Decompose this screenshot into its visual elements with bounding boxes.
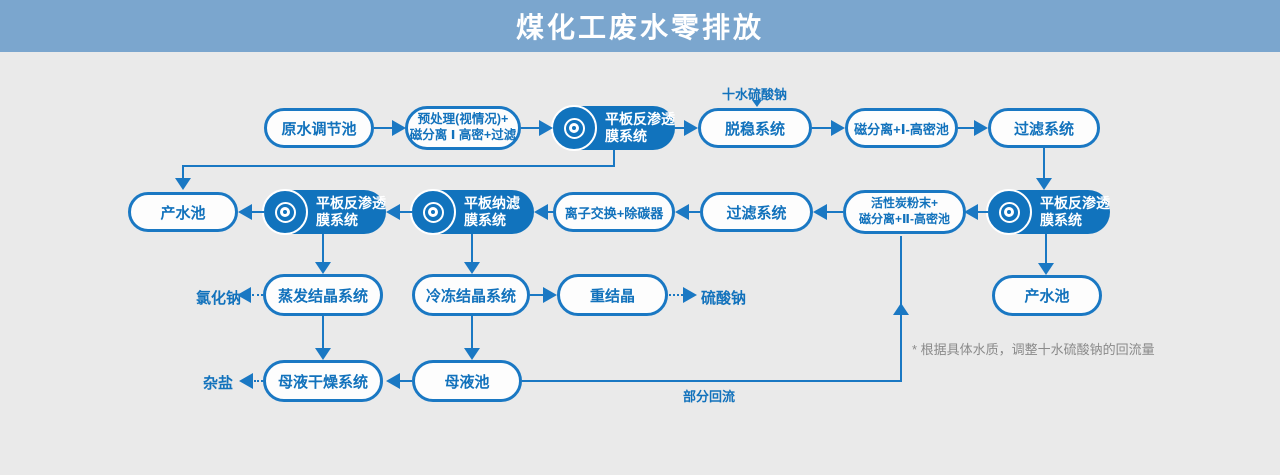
flow-line [613,150,615,166]
flow-arrowhead [175,178,191,190]
flow-arrowhead [893,303,909,315]
label-sodium-sulfate: 硫酸钠 [701,290,747,307]
flow-line [688,211,700,213]
node-flat-nf-membrane: 平板纳滤 膜系统 [410,189,534,235]
flow-line [322,316,324,348]
flow-line [471,316,473,348]
flow-line [399,380,412,382]
flow-line [530,294,544,296]
node-destabilization: 脱稳系统 [698,108,812,148]
node-activated-carbon-magsep-2: 活性炭粉末+ 磁分离+Ⅱ-高密池 [843,190,966,234]
header-bar: 煤化工废水零排放 [0,0,1280,52]
flow-line [675,127,686,129]
page-title: 煤化工废水零排放 [515,12,764,43]
flow-line-dotted [254,380,263,382]
flow-line [522,380,902,382]
label-partial-reflux: 部分回流 [683,389,736,404]
node-recrystallization: 重结晶 [557,274,668,316]
flow-line [812,127,833,129]
flow-line [547,211,555,213]
node-filter-1: 过滤系统 [988,108,1100,148]
flow-line [182,166,184,180]
flow-line [521,127,541,129]
flow-arrowhead [974,120,988,136]
node-flat-ro-membrane-1: 平板反渗透 膜系统 [551,105,675,151]
flow-line [1045,234,1047,264]
node-product-pool-2: 产水池 [992,275,1102,316]
flow-arrowhead [543,287,557,303]
flow-line [182,165,615,167]
node-flat-ro-membrane-2: 平板反渗透 膜系统 [262,189,386,235]
flow-arrowhead [238,204,252,220]
flow-arrowhead [237,287,251,303]
flow-arrowhead [831,120,845,136]
label-mixed-salt: 杂盐 [203,375,234,392]
node-mother-liquor-pool: 母液池 [412,360,522,402]
flow-arrowhead [464,348,480,360]
flow-arrowhead [464,262,480,274]
flow-arrowhead [539,120,553,136]
node-flat-ro-membrane-3: 平板反渗透 膜系统 [986,189,1110,235]
flow-arrowhead [534,204,548,220]
flow-line-dotted [669,294,683,296]
node-raw-water-pool: 原水调节池 [264,108,374,148]
flow-arrowhead [964,204,978,220]
flow-arrowhead [315,348,331,360]
flow-arrowhead [386,204,400,220]
node-filter-2: 过滤系统 [700,192,813,232]
label-sodium-chloride: 氯化钠 [196,290,242,307]
flow-arrowhead [386,373,400,389]
membrane-disc-icon [410,189,456,235]
flow-arrowhead [392,120,406,136]
membrane-disc-icon [986,189,1032,235]
node-magsep-1-highdensity: 磁分离+Ⅰ-高密池 [845,108,958,148]
flow-line [399,211,412,213]
flow-line [471,234,473,262]
flow-line-dotted [252,294,263,296]
flow-arrowhead [683,287,697,303]
flow-arrowhead [752,100,762,107]
node-evaporation-crystallization: 蒸发结晶系统 [263,274,383,316]
flow-arrowhead [239,373,253,389]
flow-arrowhead [675,204,689,220]
flow-line [977,211,988,213]
node-pretreatment: 预处理(视情况)+ 磁分离 Ⅰ 高密+过滤 [405,106,521,150]
flow-arrowhead [813,204,827,220]
diagram-note: * 根据具体水质，调整十水硫酸钠的回流量 [912,342,1155,357]
node-freezing-crystallization: 冷冻结晶系统 [412,274,530,316]
flow-line [958,127,976,129]
flow-line [251,211,264,213]
flow-line [374,127,394,129]
flow-line [322,234,324,262]
flow-arrowhead [684,120,698,136]
node-ion-exchange-decarbonizer: 离子交换+除碳器 [553,192,675,232]
flow-arrowhead [1036,178,1052,190]
membrane-disc-icon [551,105,597,151]
flow-line [1043,148,1045,180]
node-product-pool-1: 产水池 [128,192,238,232]
membrane-disc-icon [262,189,308,235]
flow-arrowhead [315,262,331,274]
flow-arrowhead [1038,263,1054,275]
flow-line [826,211,843,213]
label-sodium-sulfate-decahydrate: 十水硫酸钠 [722,87,788,102]
node-mother-liquor-drying: 母液干燥系统 [263,360,383,402]
